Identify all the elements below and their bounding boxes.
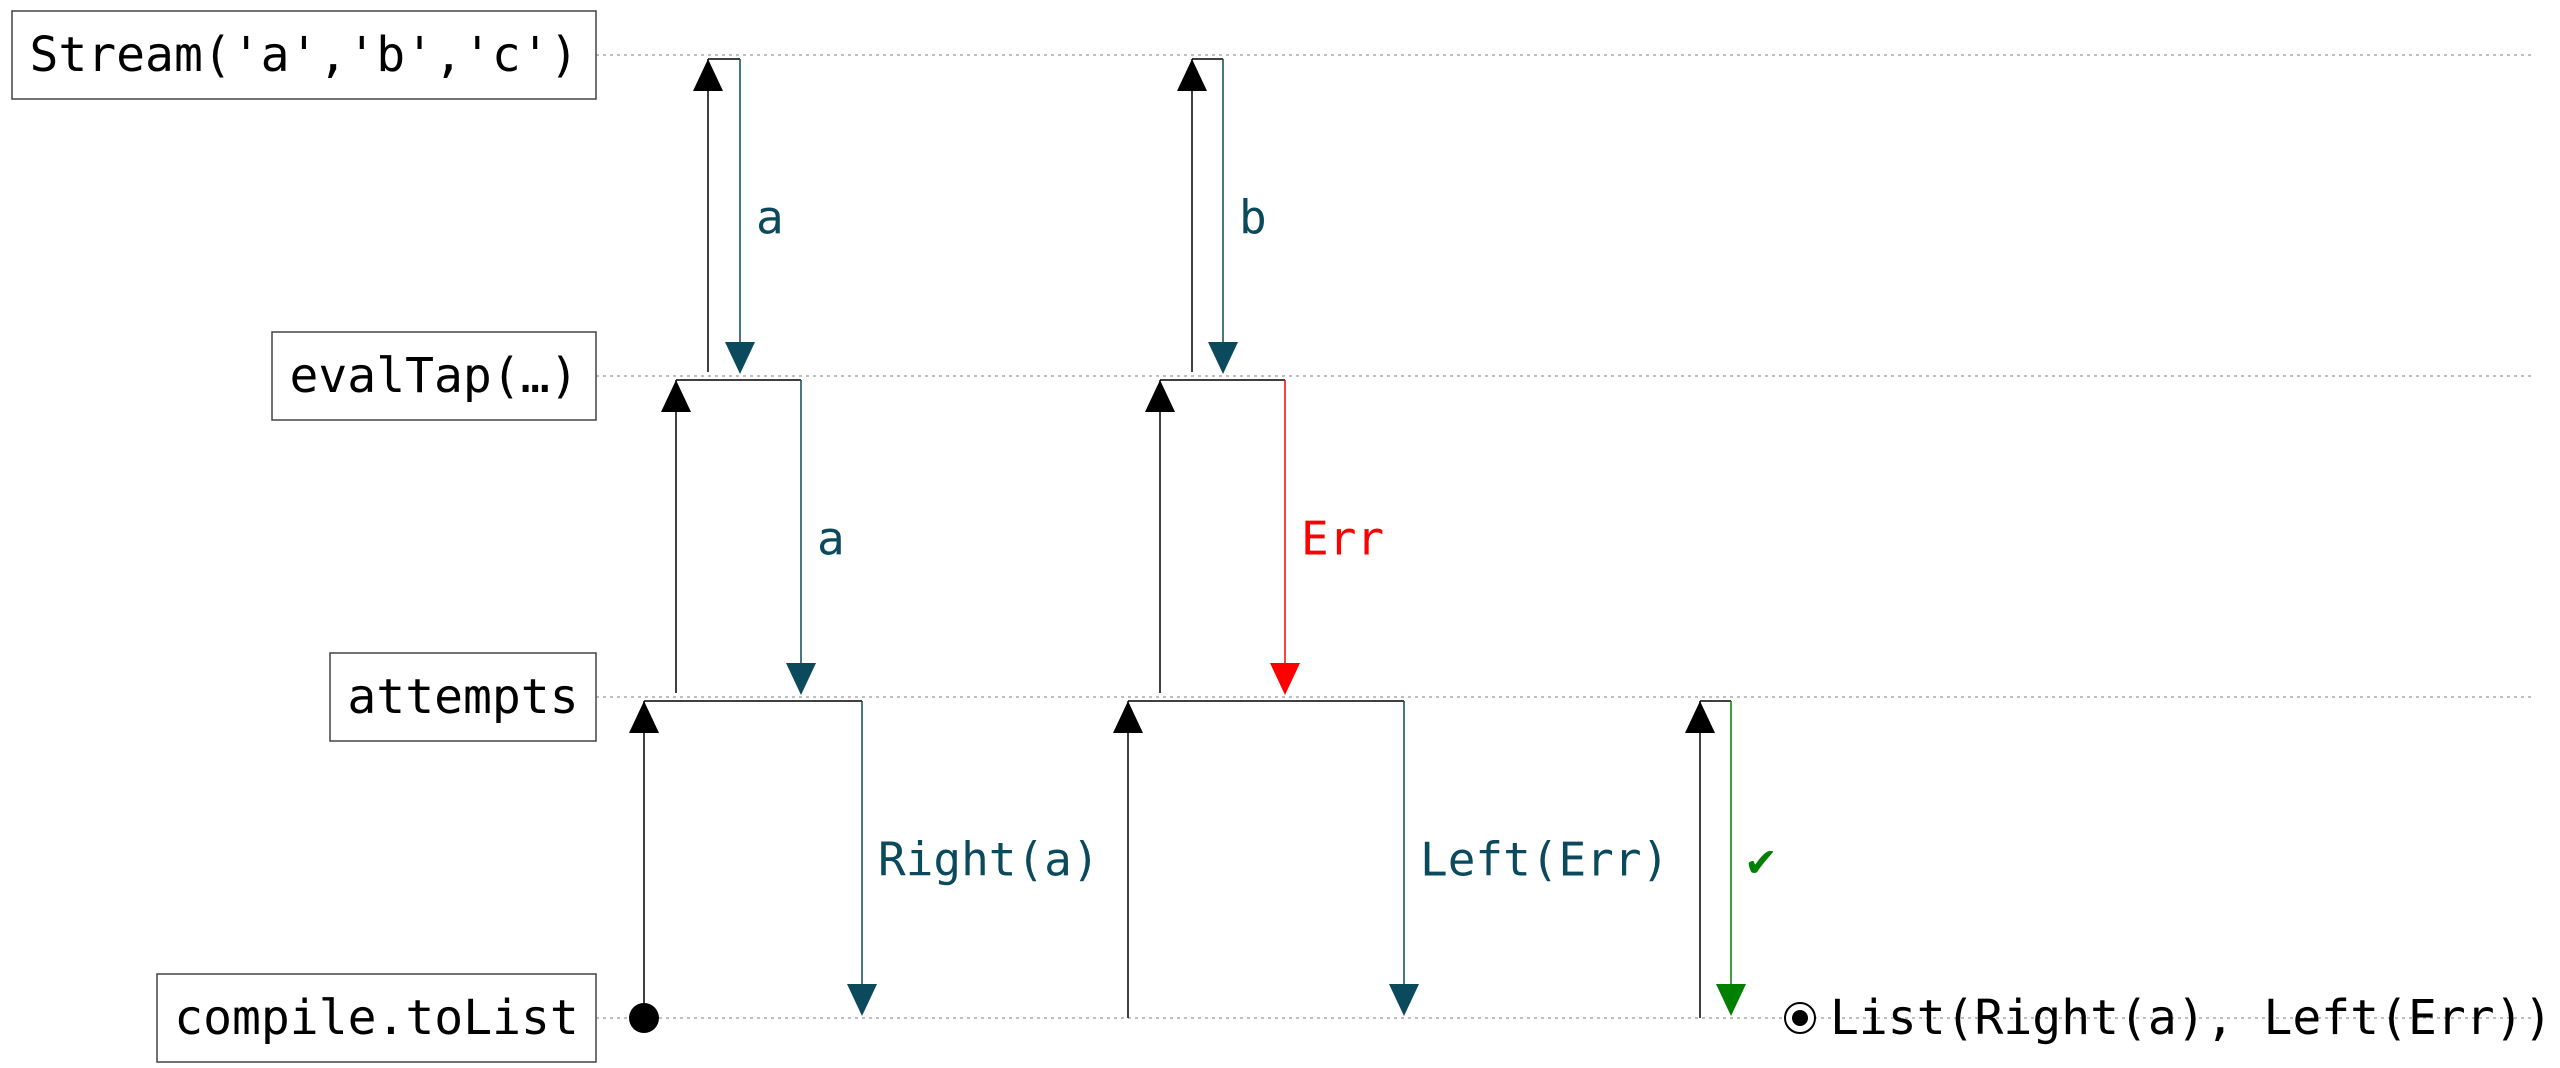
stage-box-stream (11, 10, 597, 100)
request-arrowhead-pull-2-stream (1177, 59, 1207, 91)
response-label-pull-1-evaltap: a (817, 512, 845, 566)
request-arrowhead-pull-1-attempts (629, 701, 659, 733)
stage-label-compile: compile.toList (174, 990, 579, 1046)
response-label-pull-3-attempts: ✔ (1747, 833, 1775, 887)
response-label-pull-2-attempts: Left(Err) (1420, 833, 1669, 887)
result-group: List(Right(a), Left(Err)) (1784, 990, 2552, 1046)
response-arrowhead-pull-2-stream (1208, 342, 1238, 374)
stage-boxes: Stream('a','b','c') evalTap(…) attempts com… (11, 10, 597, 1063)
response-label-pull-2-stream: b (1239, 191, 1267, 245)
circled-dot-icon (1792, 1010, 1808, 1026)
stage-label-evaltap: evalTap(…) (290, 348, 579, 404)
response-label-pull-2-evaltap: Err (1301, 512, 1384, 566)
stage-label-attempts: attempts (347, 669, 578, 725)
result-label: List(Right(a), Left(Err)) (1830, 990, 2552, 1046)
stage-guide-lines (596, 54, 2535, 1019)
response-label-pull-1-stream: a (756, 191, 784, 245)
response-arrowhead-pull-3-attempts (1716, 984, 1746, 1016)
stage-box-compile (156, 973, 597, 1063)
response-label-pull-1-attempts: Right(a) (878, 833, 1100, 887)
response-arrowhead-pull-1-stream (725, 342, 755, 374)
request-arrowhead-pull-2-attempts (1113, 701, 1143, 733)
request-arrowhead-pull-1-evaltap (661, 380, 691, 412)
response-arrowhead-pull-2-evaltap (1270, 663, 1300, 695)
response-arrowhead-pull-1-attempts (847, 984, 877, 1016)
request-arrowhead-pull-2-evaltap (1145, 380, 1175, 412)
response-arrowhead-pull-2-attempts (1389, 984, 1419, 1016)
request-arrowhead-pull-3-attempts (1685, 701, 1715, 733)
stage-label-stream: Stream('a','b','c') (29, 27, 578, 83)
response-arrowhead-pull-1-evaltap (786, 663, 816, 695)
start-dot-icon (629, 1003, 659, 1033)
stage-box-evaltap (271, 331, 597, 421)
request-arrowhead-pull-1-stream (693, 59, 723, 91)
stage-box-attempts (329, 652, 597, 742)
